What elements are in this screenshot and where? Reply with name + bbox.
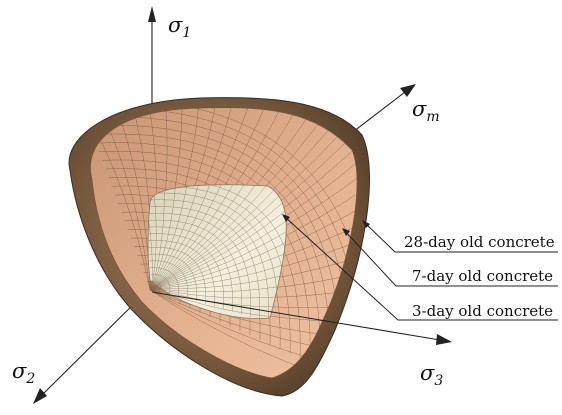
mesh-ring <box>148 206 260 319</box>
mesh-ring <box>148 184 287 319</box>
mesh-line <box>151 184 272 289</box>
sigmam-label: σm <box>412 97 440 125</box>
leader-7-day-tip <box>342 228 350 236</box>
leader-28-day-tip <box>362 220 370 228</box>
sigma2-arrowhead <box>33 388 47 404</box>
mesh-ring <box>149 267 180 296</box>
sigma3-label: σ3 <box>420 361 443 389</box>
mesh-line <box>151 184 224 289</box>
mesh-line <box>151 214 287 289</box>
mesh-ring <box>148 233 224 310</box>
sigmam-arrowhead <box>400 84 416 97</box>
leader-28-day <box>363 221 558 253</box>
mesh-line <box>151 272 287 289</box>
mesh-line <box>151 184 200 289</box>
mesh-line <box>151 202 287 289</box>
mesh-line <box>151 184 212 289</box>
mesh-line <box>151 260 287 289</box>
mesh-line <box>151 191 287 289</box>
mesh-ring <box>148 213 251 317</box>
sigma3-axis-group <box>151 291 452 345</box>
sigma3-axis <box>151 291 441 341</box>
mesh-line <box>151 184 260 289</box>
sigma2-label: σ2 <box>12 359 35 387</box>
mesh-line <box>151 184 236 289</box>
mesh-line <box>151 225 287 289</box>
mesh-ring <box>148 226 233 312</box>
legend-label-28-day: 28-day old concrete <box>404 233 555 251</box>
mesh-line <box>149 289 358 378</box>
mesh-ring <box>148 247 206 304</box>
mesh-line <box>148 184 153 289</box>
sigma1-label: σ1 <box>168 13 191 41</box>
sigma1-arrowhead <box>148 6 156 22</box>
legend-label-7-day: 7-day old concrete <box>412 267 553 285</box>
surface-3-day <box>147 184 287 319</box>
mesh-ring <box>148 219 242 315</box>
mesh-ring <box>90 107 358 378</box>
legend-label-3-day: 3-day old concrete <box>412 302 553 320</box>
mesh-ring <box>150 274 171 294</box>
sigma3-arrowhead <box>436 334 452 345</box>
mesh-line <box>151 184 165 289</box>
mesh-ring <box>148 253 197 302</box>
mesh-line <box>151 184 284 289</box>
mesh-ring <box>148 199 269 319</box>
mesh-ring <box>92 133 331 372</box>
mesh-ring <box>148 240 215 307</box>
mesh-ring <box>148 260 188 299</box>
leader-3-day <box>283 215 558 321</box>
mesh-line <box>151 184 188 289</box>
leader-7-day <box>343 229 558 287</box>
mesh-line <box>151 184 176 289</box>
leader-3-day-tip <box>282 214 290 222</box>
legend-leaders <box>282 214 558 321</box>
mesh-line <box>151 249 287 289</box>
